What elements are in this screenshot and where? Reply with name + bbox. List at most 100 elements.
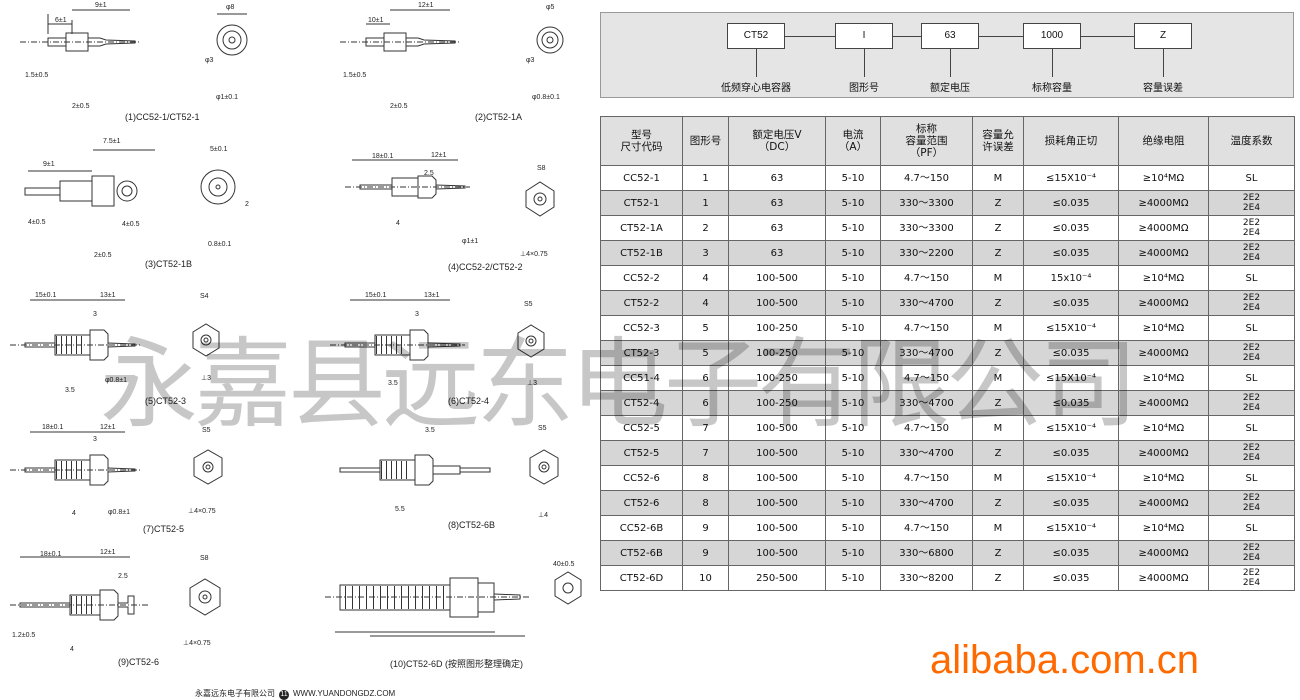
- column-header-line: 容量允: [982, 129, 1014, 141]
- table-cell: CT52-5: [600, 440, 683, 466]
- column-header-line: 额定电压V: [752, 129, 802, 141]
- dim-label: 4±0.5: [28, 219, 46, 226]
- table-cell: ≤15X10⁻⁴: [1023, 165, 1119, 191]
- dim-label: 3: [415, 311, 419, 318]
- table-cell: 330～3300: [880, 190, 973, 216]
- dim-label: 3: [93, 311, 97, 318]
- table-cell: 5-10: [825, 490, 881, 516]
- column-header: 绝缘电阻: [1118, 116, 1209, 166]
- table-cell: ≤15X10⁻⁴: [1023, 415, 1119, 441]
- table-cell: ≤15X10⁻⁴: [1023, 365, 1119, 391]
- table-cell: 5-10: [825, 215, 881, 241]
- figure-caption: (2)CT52-1A: [475, 112, 523, 122]
- column-header: 容量允许误差: [972, 116, 1024, 166]
- table-cell: CC52-1: [600, 165, 683, 191]
- connector-line: [1052, 49, 1053, 77]
- column-header-line: 电流: [842, 129, 864, 141]
- table-cell: CC52-6: [600, 465, 683, 491]
- table-cell: ≥10⁴MΩ: [1118, 415, 1209, 441]
- table-cell: CC52-6B: [600, 515, 683, 541]
- table-cell: ≤0.035: [1023, 190, 1119, 216]
- table-cell: 5-10: [825, 515, 881, 541]
- figure-caption: (10)CT52-6D (按照图形整理确定): [390, 659, 524, 669]
- table-cell: ≤0.035: [1023, 215, 1119, 241]
- table-cell: 63: [728, 215, 826, 241]
- dim-label: S8: [537, 165, 546, 172]
- spec-table: 型号尺寸代码图形号额定电压V（DC）电流（A）标称容量范围（PF）容量允许误差损…: [600, 116, 1295, 591]
- column-header: 标称容量范围（PF）: [880, 116, 973, 166]
- table-cell: CT52-1A: [600, 215, 683, 241]
- connector-line: [785, 36, 835, 37]
- dim-label: 12±1: [418, 2, 434, 9]
- table-cell: SL: [1208, 315, 1295, 341]
- page-number: 11: [279, 690, 289, 700]
- table-cell: 1: [682, 190, 729, 216]
- dim-label: 4: [70, 646, 74, 653]
- dim-label: 12±1: [431, 152, 447, 159]
- table-cell: ≥10⁴MΩ: [1118, 265, 1209, 291]
- dim-label: 9±1: [95, 2, 107, 9]
- table-cell: 4.7～150: [880, 465, 973, 491]
- table-cell: 2: [682, 215, 729, 241]
- dim-label: φ1±0.1: [216, 94, 238, 101]
- table-cell: ≥4000MΩ: [1118, 540, 1209, 566]
- dim-label: S4: [200, 293, 209, 300]
- table-cell: Z: [972, 390, 1024, 416]
- dim-label: 10±1: [368, 17, 384, 24]
- connector-line: [950, 49, 951, 77]
- code-box-series: CT52: [727, 23, 785, 49]
- dim-label: 3: [93, 436, 97, 443]
- table-cell: CT52-4: [600, 390, 683, 416]
- dim-label: ⊥3: [527, 380, 537, 387]
- table-cell: SL: [1208, 515, 1295, 541]
- table-cell: Z: [972, 240, 1024, 266]
- table-cell: ≥4000MΩ: [1118, 190, 1209, 216]
- table-cell: 5-10: [825, 465, 881, 491]
- dim-label: φ8: [226, 4, 235, 11]
- table-cell: ≥4000MΩ: [1118, 390, 1209, 416]
- table-cell: ≥4000MΩ: [1118, 565, 1209, 591]
- table-cell: CC52-3: [600, 315, 683, 341]
- table-cell: ≥4000MΩ: [1118, 440, 1209, 466]
- dim-label: 15±0.1: [35, 292, 56, 299]
- table-cell: 100-250: [728, 340, 826, 366]
- alibaba-logo: alibaba.com.cn: [930, 638, 1200, 682]
- code-label-capacitance: 标称容量: [1032, 83, 1072, 94]
- table-cell: ≤0.035: [1023, 340, 1119, 366]
- table-cell: CC52-5: [600, 415, 683, 441]
- table-cell: ≤0.035: [1023, 565, 1119, 591]
- table-cell: 4.7～150: [880, 415, 973, 441]
- dim-label: ⊥4: [538, 512, 548, 519]
- column-header: 电流（A）: [825, 116, 881, 166]
- table-cell: 2E2 2E4: [1208, 540, 1295, 566]
- table-cell: 6: [682, 365, 729, 391]
- code-box-tolerance: Z: [1134, 23, 1192, 49]
- dim-label: 7.5±1: [103, 138, 121, 145]
- table-cell: Z: [972, 340, 1024, 366]
- table-cell: 330～4700: [880, 390, 973, 416]
- table-cell: CC51-4: [600, 365, 683, 391]
- dim-label: 18±0.1: [372, 153, 393, 160]
- dim-label: φ0.8±1: [105, 377, 127, 384]
- table-cell: SL: [1208, 265, 1295, 291]
- code-label-figure: 图形号: [849, 83, 879, 94]
- table-cell: 2E2 2E4: [1208, 215, 1295, 241]
- table-cell: 4.7～150: [880, 265, 973, 291]
- table-cell: 2E2 2E4: [1208, 240, 1295, 266]
- table-cell: 5-10: [825, 240, 881, 266]
- column-header-line: 图形号: [689, 135, 722, 147]
- table-cell: 3: [682, 240, 729, 266]
- table-cell: 2E2 2E4: [1208, 340, 1295, 366]
- dim-label: ⊥4×0.75: [188, 508, 216, 515]
- table-cell: 100-500: [728, 290, 826, 316]
- table-cell: 100-500: [728, 515, 826, 541]
- table-cell: 330～6800: [880, 540, 973, 566]
- table-cell: 1: [682, 165, 729, 191]
- table-cell: CT52-1B: [600, 240, 683, 266]
